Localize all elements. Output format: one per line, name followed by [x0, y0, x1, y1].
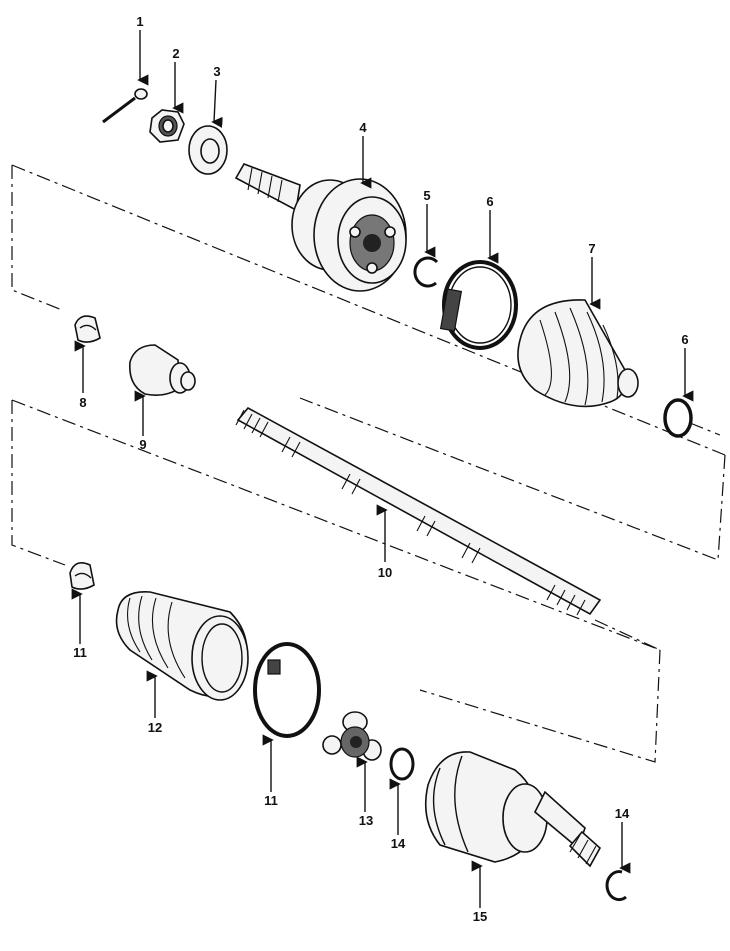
callout-2: 2 [172, 46, 179, 61]
assembly-guide-lines [11, 164, 726, 763]
callout-14a: 14 [391, 836, 406, 851]
castle-nut [149, 109, 185, 143]
callout-7: 7 [588, 241, 595, 256]
callout-labels: 1 2 3 4 5 6 7 6 8 9 10 11 12 11 13 14 15… [73, 14, 688, 924]
callout-3: 3 [213, 64, 220, 79]
callout-12: 12 [148, 720, 162, 735]
callout-5: 5 [423, 188, 430, 203]
tripod-joint [322, 711, 382, 761]
callout-4: 4 [359, 120, 367, 135]
callout-9: 9 [139, 437, 146, 452]
outer-cv-joint [234, 163, 407, 292]
retaining-clip-8 [74, 315, 101, 343]
axle-shaft [235, 406, 602, 616]
callout-11b: 11 [264, 793, 278, 808]
outer-boot [517, 299, 639, 408]
retaining-clip-11 [69, 562, 95, 590]
damper-bushing [128, 344, 196, 396]
large-clamp-band [439, 260, 518, 350]
callout-6b: 6 [681, 332, 688, 347]
callout-8: 8 [79, 395, 86, 410]
snap-ring-14b [605, 870, 627, 902]
snap-ring-14 [389, 747, 415, 781]
callout-6a: 6 [486, 194, 493, 209]
callout-13: 13 [359, 813, 373, 828]
inner-boot [115, 591, 249, 701]
small-clamp-band [663, 398, 693, 438]
circlip [413, 256, 439, 288]
callout-15: 15 [473, 909, 487, 924]
inner-joint-housing [424, 751, 602, 868]
callout-1: 1 [136, 14, 143, 29]
callout-10: 10 [378, 565, 392, 580]
callout-14b: 14 [615, 806, 630, 821]
leader-arrows [71, 30, 694, 908]
callout-11a: 11 [73, 645, 87, 660]
washer [188, 125, 228, 175]
inner-clamp-band [253, 642, 321, 738]
cotter-pin [102, 88, 148, 124]
